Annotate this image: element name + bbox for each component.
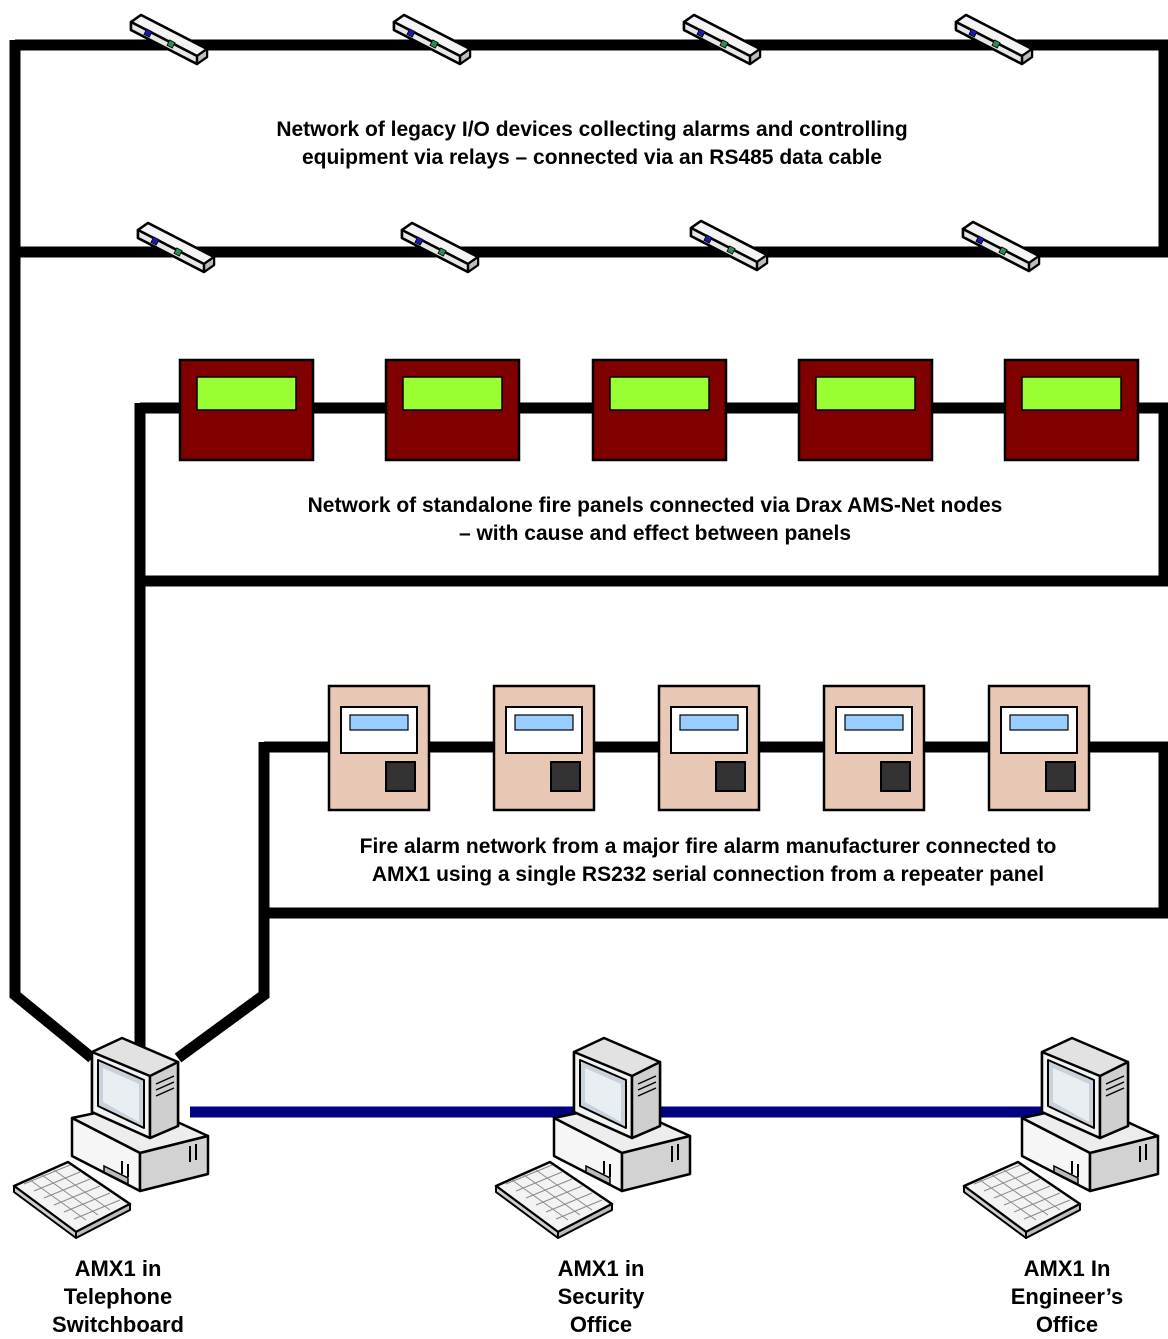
repeater-panel-icon bbox=[657, 684, 761, 812]
computer-label-line1: AMX1 in bbox=[74, 1256, 162, 1281]
desktop-computer-icon bbox=[12, 1036, 210, 1240]
repeater-panel-icon bbox=[327, 684, 431, 812]
repeater-panel-icon bbox=[822, 684, 926, 812]
drax-caption-line2: – with cause and effect between panels bbox=[458, 522, 852, 545]
computer-label-engineers-office: AMX1 In Engineer’s Office bbox=[967, 1255, 1167, 1339]
legacy-caption-line2: equipment via relays – connected via an … bbox=[301, 146, 883, 169]
legacy-caption-line1: Network of legacy I/O devices collecting… bbox=[276, 118, 908, 141]
drax-caption-line1: Network of standalone fire panels connec… bbox=[307, 494, 1003, 517]
drax-fire-panel-icon bbox=[1003, 358, 1140, 462]
drax-fire-panel-icon bbox=[178, 358, 315, 462]
drax-fire-panel-icon bbox=[384, 358, 521, 462]
desktop-computer-icon bbox=[962, 1036, 1160, 1240]
computer-label-line2: Engineer’s bbox=[1010, 1284, 1124, 1309]
computer-label-line3: Office bbox=[569, 1312, 633, 1337]
legacy-io-device-icon bbox=[689, 219, 769, 272]
computer-label-line3: Switchboard bbox=[51, 1312, 184, 1337]
drax-fire-panel-icon bbox=[797, 358, 934, 462]
drax-network-caption: Network of standalone fire panels connec… bbox=[225, 492, 1085, 548]
computer-label-line1: AMX1 In bbox=[1023, 1256, 1111, 1281]
computer-label-telephone-switchboard: AMX1 in Telephone Switchboard bbox=[18, 1255, 218, 1339]
repeater-panel-icon bbox=[492, 684, 596, 812]
computer-label-line1: AMX1 in bbox=[557, 1256, 645, 1281]
drax-fire-panel-icon bbox=[591, 358, 728, 462]
computer-label-security-office: AMX1 in Security Office bbox=[501, 1255, 701, 1339]
rs485-cable-loop bbox=[9, 39, 1168, 1063]
computer-label-line2: Telephone bbox=[63, 1284, 173, 1309]
computer-label-line2: Security bbox=[557, 1284, 645, 1309]
manufacturer-caption-line1: Fire alarm network from a major fire ala… bbox=[359, 835, 1057, 858]
legacy-network-caption: Network of legacy I/O devices collecting… bbox=[192, 116, 992, 172]
manufacturer-network-caption: Fire alarm network from a major fire ala… bbox=[268, 833, 1148, 889]
manufacturer-caption-line2: AMX1 using a single RS232 serial connect… bbox=[371, 863, 1045, 886]
computer-label-line3: Office bbox=[1035, 1312, 1099, 1337]
repeater-panel-icon bbox=[987, 684, 1091, 812]
desktop-computer-icon bbox=[494, 1036, 692, 1240]
